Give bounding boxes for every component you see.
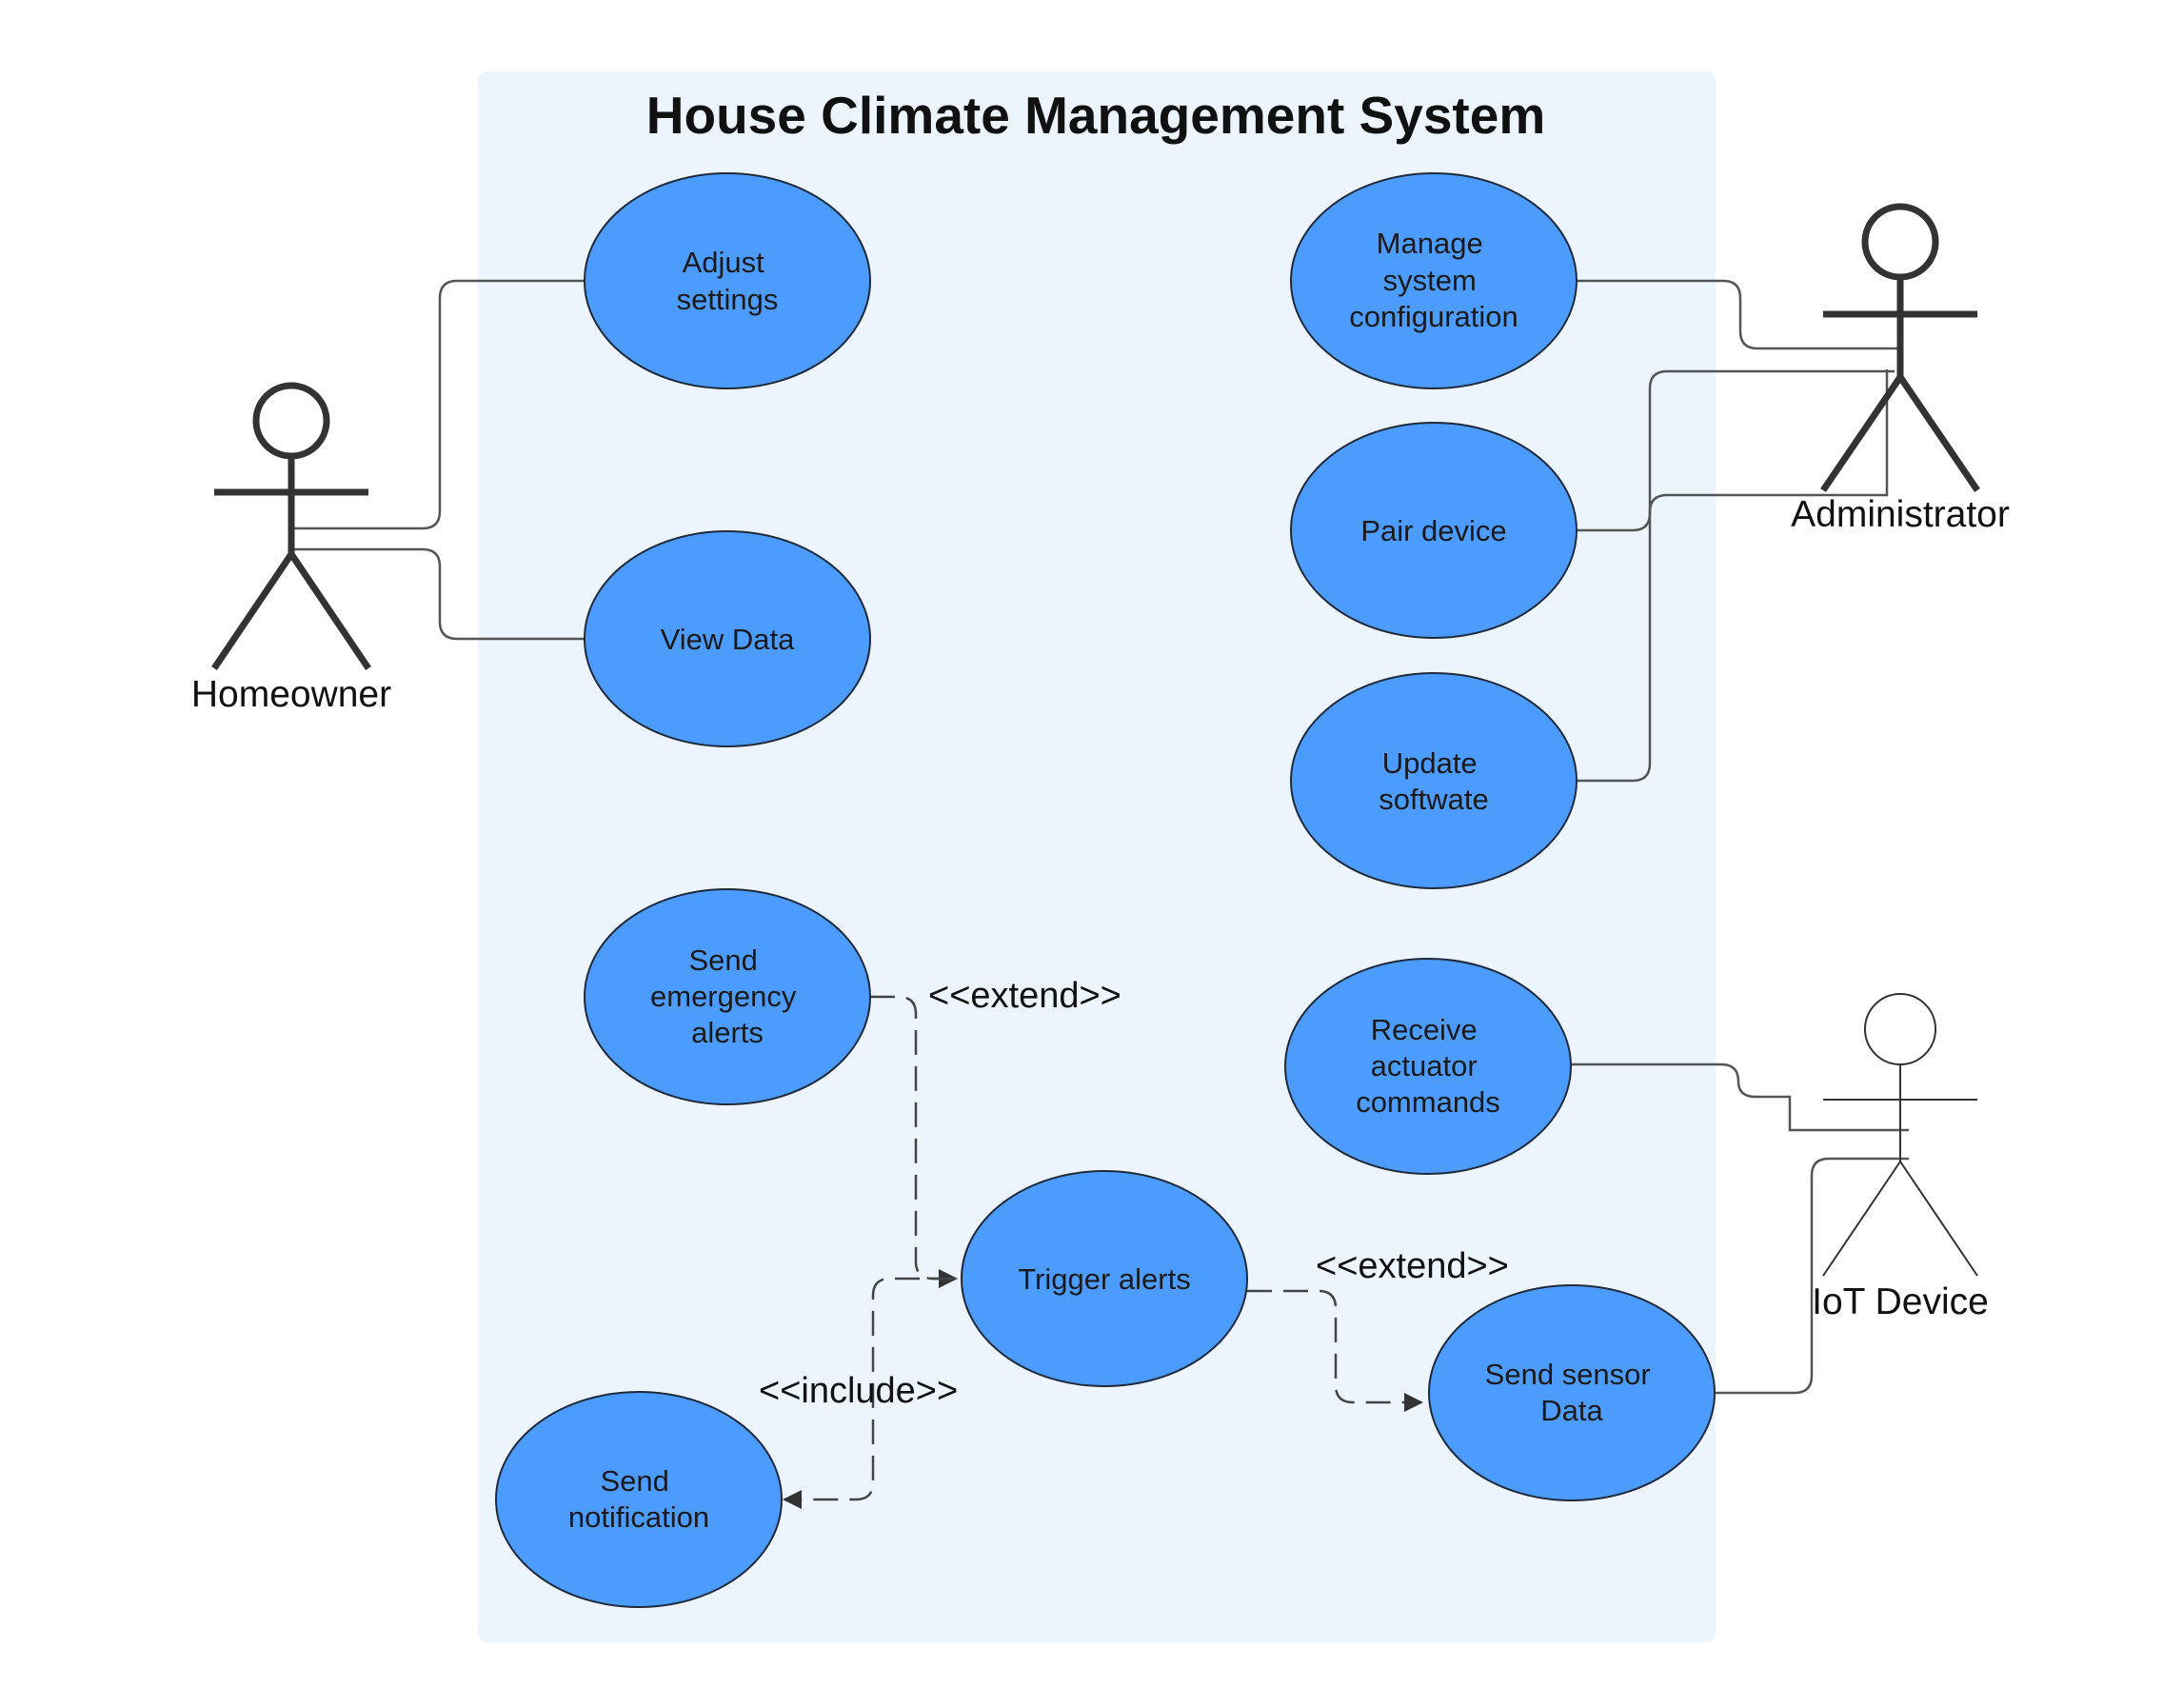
actor-label-homeowner: Homeowner	[191, 674, 391, 715]
use-case-label: Pair device	[1360, 514, 1506, 547]
use-case-view-data[interactable]: View Data	[584, 530, 871, 747]
svg-text:Adjust settings: Adjust settings	[677, 246, 779, 316]
actor-head-icon	[1864, 993, 1936, 1065]
svg-text:Receive actuator c: Receive actuator commands	[1356, 1013, 1500, 1119]
use-case-label: Update	[1382, 746, 1478, 780]
homeowner-connectors	[293, 279, 585, 641]
actor-label-administrator: Administrator	[1791, 494, 2010, 535]
use-case-send-sensor-data[interactable]: Send sensor Data	[1428, 1284, 1716, 1501]
svg-text:View Data: View Data	[661, 623, 795, 656]
use-case-label: notification	[568, 1500, 709, 1534]
svg-text:Send emergency ale: Send emergency alerts	[650, 943, 804, 1049]
include-notification-arrow	[783, 1277, 956, 1509]
use-case-label: system	[1383, 264, 1477, 297]
extend-label-sensor: <<extend>>	[1316, 1246, 1509, 1286]
use-case-label: actuator	[1371, 1049, 1478, 1082]
homeowner-view-data-line	[293, 547, 585, 641]
use-case-label: Receive	[1371, 1013, 1478, 1046]
use-case-label: Data	[1540, 1394, 1603, 1427]
svg-text:Send sensor Data: Send sensor Data	[1485, 1358, 1659, 1427]
use-case-label: alerts	[691, 1016, 764, 1049]
actor-label-iot-device: IoT Device	[1812, 1281, 1989, 1322]
iot-send-sensor-line	[1716, 1157, 1909, 1395]
svg-text:Manage system conf: Manage system configuration	[1349, 227, 1518, 333]
iot-connectors	[1571, 1063, 1909, 1395]
use-case-receive-actuator-commands[interactable]: Receive actuator commands	[1284, 958, 1572, 1175]
use-case-send-emergency-alerts[interactable]: Send emergency alerts	[584, 888, 871, 1105]
actor-head-icon	[1861, 203, 1939, 281]
use-case-label: Send	[688, 943, 757, 977]
include-label-notification: <<include>>	[759, 1371, 958, 1411]
svg-text:Trigger alerts: Trigger alerts	[1018, 1262, 1190, 1296]
use-case-label: Send sensor	[1485, 1358, 1651, 1391]
use-case-pair-device[interactable]: Pair device	[1290, 422, 1578, 639]
admin-manage-config-line	[1577, 279, 1899, 350]
use-case-label: Trigger alerts	[1018, 1262, 1190, 1296]
use-case-trigger-alerts[interactable]: Trigger alerts	[961, 1170, 1248, 1387]
use-case-label: emergency	[650, 980, 797, 1013]
dashed-relationships	[783, 995, 1423, 1509]
actor-administrator[interactable]	[1820, 203, 1980, 492]
extend-sensor-arrow	[1247, 1289, 1423, 1412]
extend-label-emergency: <<extend>>	[928, 976, 1121, 1016]
system-title: House Climate Management System	[646, 86, 1545, 145]
use-case-label: configuration	[1349, 300, 1518, 333]
use-case-label: softwate	[1379, 783, 1488, 816]
homeowner-adjust-settings-line	[293, 279, 585, 530]
administrator-connectors	[1577, 279, 1899, 783]
actor-homeowner[interactable]	[211, 382, 371, 670]
use-case-send-notification[interactable]: Send notification	[495, 1391, 783, 1608]
use-case-label: settings	[677, 283, 779, 316]
actor-head-icon	[252, 382, 330, 460]
use-case-update-software[interactable]: Update softwate	[1290, 672, 1578, 889]
iot-receive-commands-line	[1571, 1063, 1909, 1132]
use-case-manage-config[interactable]: Manage system configuration	[1290, 172, 1578, 389]
use-case-label: Adjust	[683, 246, 765, 279]
use-case-label: Send	[600, 1464, 668, 1498]
svg-text:Send notification: Send notification	[568, 1464, 709, 1534]
actor-iot-device[interactable]	[1822, 993, 1978, 1277]
use-case-label: Manage	[1377, 227, 1483, 260]
use-case-adjust-settings[interactable]: Adjust settings	[584, 172, 871, 389]
svg-text:Pair device: Pair device	[1360, 514, 1506, 547]
use-case-label: commands	[1356, 1085, 1500, 1119]
use-case-label: View Data	[661, 623, 795, 656]
svg-text:Update softwate: Update softwate	[1379, 746, 1488, 816]
admin-update-software-line	[1577, 369, 1895, 783]
